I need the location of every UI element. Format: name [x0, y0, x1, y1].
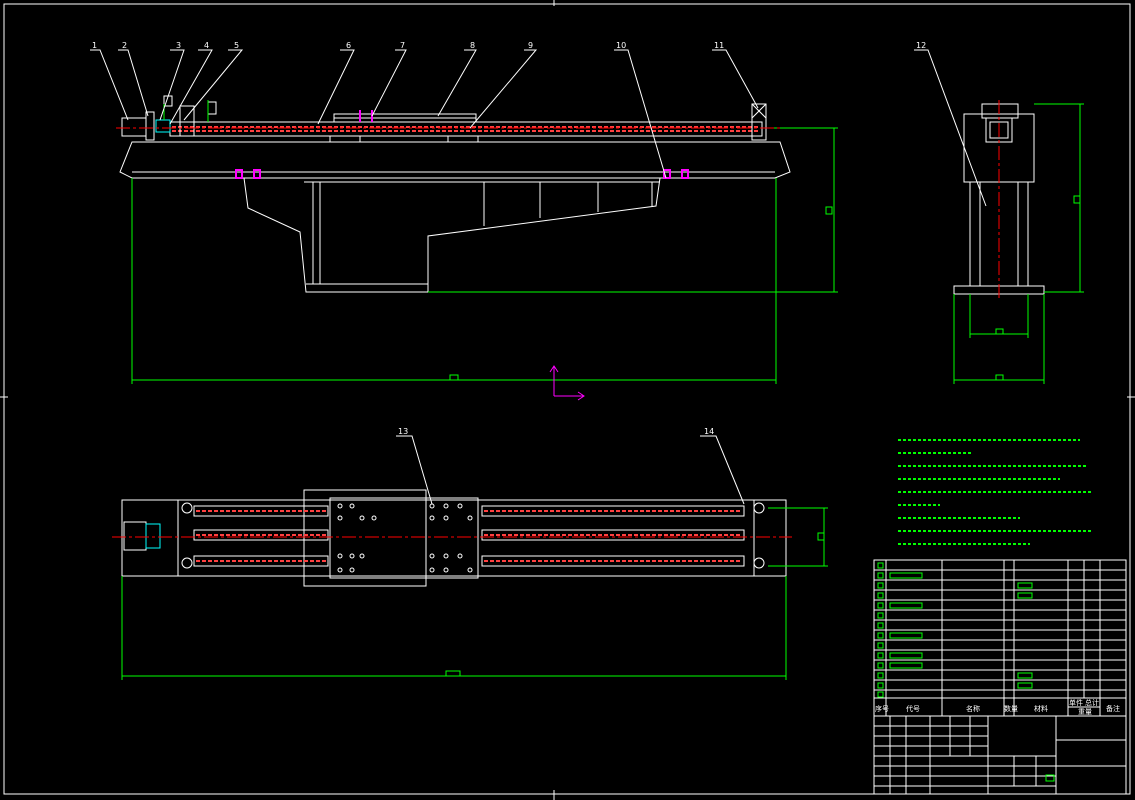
balloon-7: 7	[400, 41, 405, 50]
header-code: 代号	[906, 704, 920, 713]
balloon-4: 4	[204, 41, 209, 50]
balloon-5: 5	[234, 41, 239, 50]
balloon-3: 3	[176, 41, 181, 50]
balloon-11: 11	[714, 41, 724, 50]
header-material: 材料	[1034, 704, 1048, 713]
parts-list	[873, 559, 1127, 717]
header-name: 名称	[966, 704, 980, 713]
header-qty: 数量	[1004, 704, 1018, 713]
front-rail	[169, 121, 763, 137]
side-view	[953, 100, 1084, 384]
balloon-9: 9	[528, 41, 533, 50]
balloon-labels: 1 2 3 4 5 6 7 8 9 10 11 12 13 14	[92, 41, 926, 436]
front-base-plate	[119, 141, 791, 179]
top-view	[112, 489, 828, 680]
top-dimensions	[121, 507, 828, 680]
balloon-8: 8	[470, 41, 475, 50]
header-seq: 序号	[875, 704, 889, 713]
parts-list-entries	[877, 562, 1055, 782]
leader-lines	[90, 49, 987, 505]
technical-notes-block	[898, 439, 1092, 545]
balloon-2: 2	[122, 41, 127, 50]
side-dimensions	[953, 103, 1084, 384]
balloon-6: 6	[346, 41, 351, 50]
balloon-14: 14	[704, 427, 714, 436]
balloon-10: 10	[616, 41, 626, 50]
front-motor	[121, 95, 217, 141]
front-end-block	[751, 103, 767, 141]
front-view	[116, 95, 838, 384]
front-carriage	[329, 113, 479, 143]
front-dimensions	[131, 100, 838, 384]
header-weight: 重量	[1078, 708, 1092, 716]
balloon-1: 1	[92, 41, 97, 50]
front-support-structure	[243, 177, 661, 293]
front-bolts	[235, 110, 689, 179]
balloon-13: 13	[398, 427, 408, 436]
header-single: 单件	[1069, 698, 1083, 707]
parts-list-header: 序号 代号 名称 数量 材料 单件 总计 重量 备注	[875, 698, 1120, 716]
balloon-12: 12	[916, 41, 926, 50]
header-total: 总计	[1085, 698, 1099, 707]
drawing-frame	[3, 3, 1131, 795]
ucs-icon	[549, 365, 585, 401]
title-block	[873, 715, 1127, 795]
top-screws	[196, 510, 742, 562]
header-note: 备注	[1106, 704, 1120, 713]
top-holes	[181, 502, 765, 573]
